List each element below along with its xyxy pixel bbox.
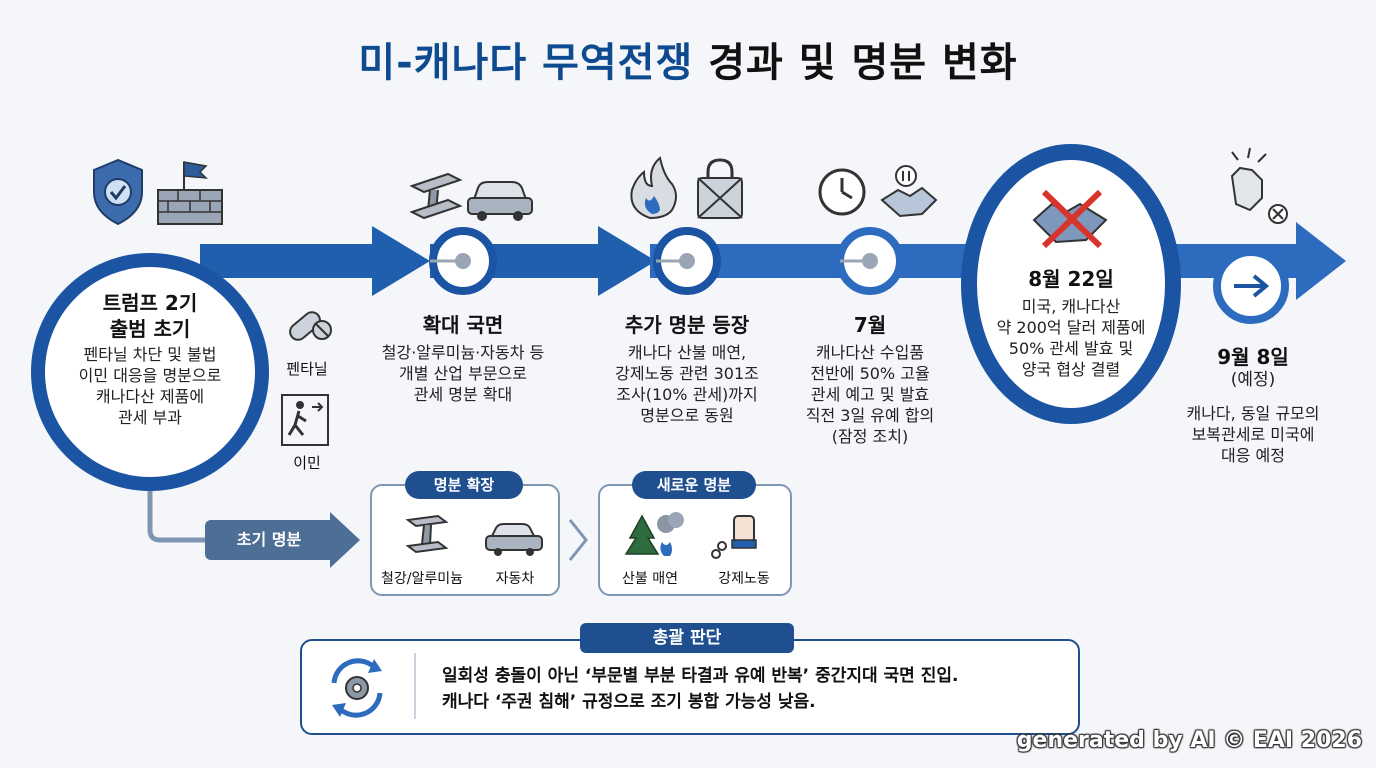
timeline-arrowhead-2	[598, 226, 656, 296]
fentanyl-label: 펜타닐	[286, 360, 328, 378]
fist-break-icon	[1230, 147, 1288, 224]
stage5-oval	[961, 144, 1181, 424]
watermark: generated by AI © EAI 2026	[1016, 728, 1362, 753]
expansion-item-steel: 철강/알루미늄	[381, 571, 463, 587]
page-title: 미-캐나다 무역전쟁 경과 및 명분 변화	[0, 30, 1376, 88]
initial-reason-pill: 초기 명분	[205, 520, 333, 560]
timeline-final-arrowhead	[1296, 222, 1346, 300]
stage3-heading: 추가 명분 등장	[624, 313, 750, 337]
stage1-text: 트럼프 2기 출범 초기 펜타닐 차단 및 불법 이민 대응을 명분으로 캐나다…	[60, 290, 240, 428]
summary-line1: 일회성 충돌이 아닌 ‘부문별 부분 타결과 유예 반복’ 중간지대 국면 진입…	[442, 666, 959, 686]
steel-beam-icon	[405, 514, 449, 554]
expansion-box: 철강/알루미늄 자동차	[370, 484, 560, 596]
new-reason-pill: 새로운 명분	[632, 471, 756, 499]
handshake-pause-icon	[880, 165, 938, 218]
immigration-label: 이민	[293, 454, 321, 472]
chained-hand-icon	[711, 515, 757, 559]
summary-pill: 총괄 판단	[580, 623, 794, 653]
stage1-heading-line2: 출범 초기	[109, 317, 191, 341]
steel-beam-icon	[409, 172, 463, 220]
stage5-text: 8월 22일 미국, 캐나다산 약 200억 달러 제품에 50% 관세 발효 …	[981, 266, 1161, 380]
initial-pill-arrowhead	[330, 512, 360, 568]
stage1-circle	[31, 253, 269, 491]
brick-wall-flag-icon	[157, 161, 223, 225]
summary-line2: 캐나다 ‘주권 침해’ 규정으로 조기 봉합 가능성 낮음.	[442, 692, 816, 712]
expansion-pill: 명분 확장	[405, 471, 523, 499]
stage2-heading: 확대 국면	[422, 313, 504, 337]
chevron-right-icon	[568, 519, 588, 561]
expansion-item-car: 자동차	[495, 571, 535, 587]
summary-divider	[414, 653, 416, 719]
pill-icon	[289, 311, 332, 341]
timeline-arrowhead-1	[372, 226, 430, 296]
stage1-desc: 펜타닐 차단 및 불법 이민 대응을 명분으로 캐나다산 제품에 관세 부과	[78, 345, 222, 427]
tree-smoke-icon	[624, 512, 684, 556]
walking-person-icon	[281, 394, 329, 446]
summary-box: 일회성 충돌이 아닌 ‘부문별 부분 타결과 유예 반복’ 중간지대 국면 진입…	[300, 639, 1080, 735]
stage4-heading: 7월	[853, 313, 887, 337]
new-reason-box: 산불 매연 강제노동	[598, 484, 792, 596]
fire-icon	[630, 156, 677, 220]
title-part1: 미-캐나다 무역전쟁	[358, 40, 694, 86]
new-reason-item-smoke: 산불 매연	[622, 571, 678, 587]
clock-icon	[818, 168, 866, 216]
cycle-gear-icon	[331, 658, 383, 718]
stage1-heading-line1: 트럼프 2기	[102, 291, 198, 315]
stage2-text: 확대 국면 철강·알루미늄·자동차 등 개별 산업 부문으로 관세 명분 확대	[363, 312, 563, 405]
connector-line	[147, 470, 205, 543]
car-icon	[467, 181, 533, 221]
stage3-text: 추가 명분 등장 캐나다 산불 매연, 강제노동 관련 301조 조사(10% …	[582, 312, 792, 426]
new-reason-item-labor: 강제노동	[718, 571, 770, 587]
shield-check-icon	[93, 158, 143, 226]
broken-handshake-icon	[1032, 189, 1108, 249]
stage4-text: 7월 캐나다산 수입품 전반에 50% 고율 관세 예고 및 발효 직전 3일 …	[785, 312, 955, 447]
stage6-subheading: (예정)	[1230, 370, 1276, 390]
timeline-bar-1	[200, 244, 380, 278]
title-part2: 경과 및 명분 변화	[708, 40, 1018, 86]
summary-text: 일회성 충돌이 아닌 ‘부문별 부분 타결과 유예 반복’ 중간지대 국면 진입…	[442, 663, 1062, 715]
chain-lock-icon	[697, 158, 743, 219]
arrow-right-icon	[1252, 274, 1270, 298]
stage5-heading: 8월 22일	[1028, 267, 1114, 291]
car-icon	[485, 523, 543, 556]
stage6-text: 9월 8일 (예정) 캐나다, 동일 규모의 보복관세로 미국에 대응 예정	[1168, 344, 1338, 466]
stage6-heading: 9월 8일	[1217, 345, 1289, 369]
